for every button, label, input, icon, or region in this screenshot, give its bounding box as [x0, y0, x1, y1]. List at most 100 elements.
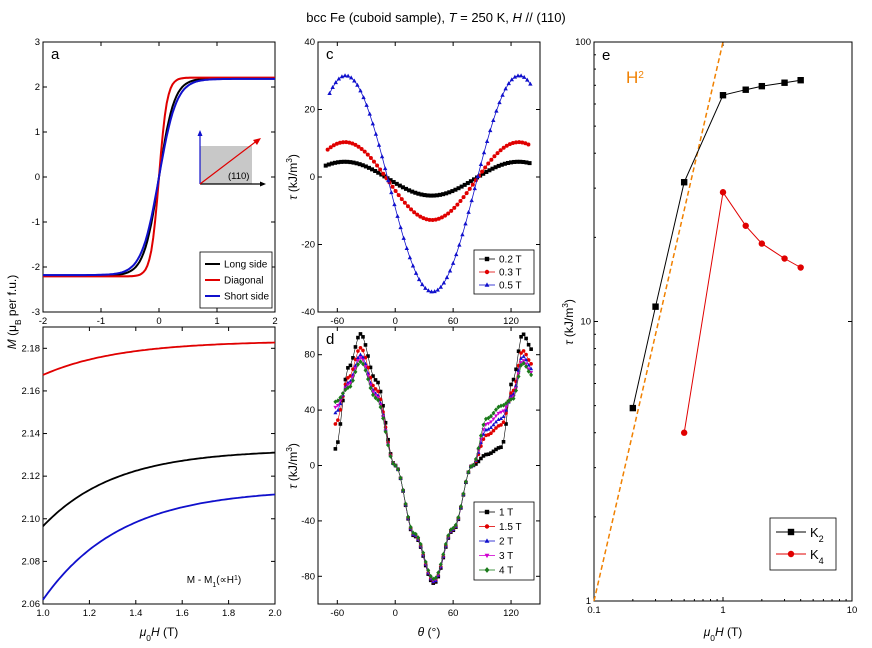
torque-point — [423, 559, 428, 565]
torque-point — [439, 215, 444, 220]
torque-point — [483, 165, 488, 170]
magnetization-curve — [42, 451, 276, 527]
torque-point — [360, 361, 365, 367]
torque-point — [526, 362, 531, 367]
torque-point — [363, 343, 368, 347]
torque-point — [392, 202, 397, 207]
torque-point — [366, 165, 371, 170]
torque-point — [345, 73, 351, 78]
legend-entry: K2 — [810, 525, 824, 544]
torque-point — [488, 425, 493, 429]
torque-point — [471, 462, 476, 468]
torque-point — [489, 431, 493, 435]
torque-point — [338, 395, 343, 400]
torque-point — [457, 242, 462, 247]
torque-point — [528, 81, 533, 86]
legend-box — [769, 517, 837, 571]
torque-point — [483, 416, 488, 422]
torque-point — [529, 347, 533, 351]
x-tick-label: 0.1 — [587, 605, 600, 616]
torque-point — [368, 365, 373, 370]
torque-point — [409, 207, 414, 212]
x-axis-label: μ0H (T) — [703, 625, 743, 643]
torque-point — [361, 95, 366, 100]
torque-point — [488, 420, 493, 424]
torque-point — [510, 140, 515, 145]
anisotropy-point — [758, 240, 766, 247]
torque-point — [421, 216, 426, 221]
torque-point — [481, 432, 486, 436]
torque-point — [488, 413, 493, 419]
torque-point — [502, 161, 507, 166]
panel-label: c — [326, 46, 334, 63]
text-part: 3 — [284, 447, 294, 452]
torque-point — [412, 210, 417, 215]
torque-point — [352, 78, 357, 83]
torque-point — [463, 479, 468, 485]
torque-point — [338, 422, 343, 426]
torque-point — [371, 392, 375, 398]
torque-point — [459, 184, 464, 189]
legend-entry: K4 — [810, 547, 824, 566]
torque-point — [476, 459, 481, 464]
title-part: H — [513, 10, 523, 25]
torque-point — [526, 142, 531, 147]
torque-point — [487, 168, 492, 173]
torque-point — [456, 186, 461, 191]
torque-point — [350, 372, 355, 377]
torque-point — [521, 74, 527, 79]
torque-point — [450, 189, 455, 194]
y-axis-label: τ (kJ/m3) — [560, 299, 576, 345]
text-part: μ — [139, 625, 147, 639]
text-part: (T) — [724, 625, 743, 639]
torque-point — [356, 144, 361, 149]
legend-marker — [484, 282, 490, 287]
torque-point — [376, 170, 381, 175]
x-tick-label: 2 — [272, 316, 277, 327]
torque-point — [455, 202, 460, 207]
torque-point — [396, 466, 401, 472]
anisotropy-point — [680, 179, 688, 186]
torque-point — [504, 143, 509, 148]
torque-point — [353, 366, 358, 371]
y-tick-label: 80 — [304, 350, 315, 361]
torque-point — [373, 395, 378, 401]
torque-point — [446, 211, 451, 216]
torque-point — [514, 367, 518, 372]
torque-point — [465, 181, 470, 186]
text-part: 3 — [560, 303, 570, 308]
legend-marker — [787, 550, 795, 558]
x-axis-label: μ0H (T) — [139, 625, 179, 643]
torque-point — [467, 186, 472, 191]
text-part: (kJ/m — [286, 452, 300, 485]
arrow-head-icon — [260, 181, 266, 187]
torque-point — [487, 128, 493, 133]
y-tick-label: -40 — [301, 516, 315, 527]
torque-point — [504, 408, 509, 412]
text-part: ) — [286, 154, 300, 158]
torque-point — [405, 204, 410, 209]
text-part: τ — [286, 194, 300, 200]
torque-point — [375, 163, 380, 168]
torque-point — [475, 174, 481, 179]
anisotropy-line — [632, 79, 801, 409]
torque-point — [433, 217, 438, 222]
text-part: M — [5, 339, 19, 349]
torque-point — [529, 366, 534, 371]
torque-point — [376, 397, 381, 403]
torque-point — [344, 140, 349, 145]
torque-point — [484, 169, 489, 174]
torque-point — [330, 84, 335, 89]
torque-point — [519, 362, 524, 368]
torque-point — [353, 357, 358, 362]
torque-point — [462, 182, 467, 187]
torque-point — [358, 352, 363, 357]
torque-point — [526, 369, 531, 374]
torque-point — [506, 81, 511, 86]
torque-point — [431, 576, 436, 582]
torque-point — [423, 285, 428, 290]
torque-point — [499, 416, 503, 421]
torque-point — [478, 437, 483, 442]
torque-point — [499, 445, 503, 450]
torque-point — [468, 179, 473, 184]
